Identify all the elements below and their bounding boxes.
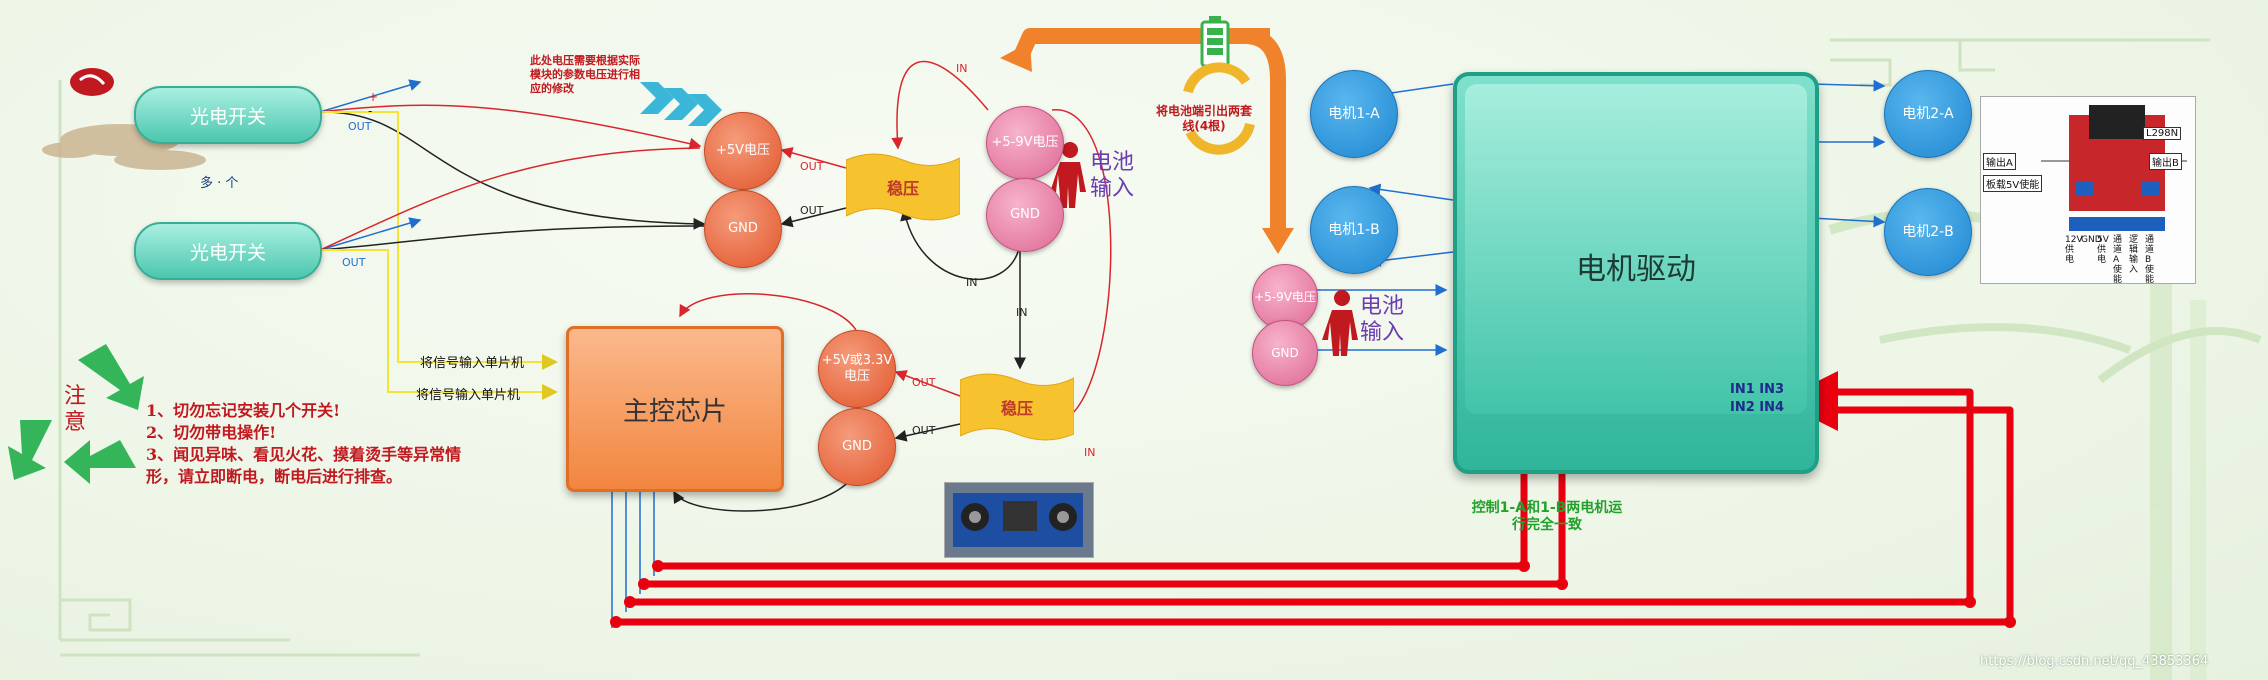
regulator-module-photo <box>944 482 1094 558</box>
out-b-label: 输出B <box>2149 153 2182 170</box>
photo-switch-1: 光电开关 <box>134 86 322 144</box>
battery-lead-note: 将电池端引出两套线(4根) <box>1156 104 1253 133</box>
regulator-top-label: 稳压 <box>886 179 919 198</box>
plus-5v-bottom-label: +5V或3.3V电压 <box>821 353 893 384</box>
main-chip-label: 主控芯片 <box>622 396 727 427</box>
col-5v-label: 5V供电 <box>2097 235 2109 265</box>
battery-label-right: 电池输入 <box>1360 294 1405 345</box>
l298n-label: L298N <box>2143 127 2182 140</box>
caution-title: 注意 <box>64 384 87 435</box>
l298n-module-photo: L298N 输出A 输出B 板载5V使能 12V供电 GND 5V供电 通道A使… <box>1980 96 2196 285</box>
out-reg-top-label: OUT <box>800 160 824 173</box>
multiple-label: 多 · 个 <box>200 176 239 191</box>
out-a-label: 输出A <box>1983 153 2016 170</box>
photo-switch-1-label: 光电开关 <box>189 105 266 128</box>
minus-label: - <box>368 104 373 118</box>
col-ena-label: 通道A使能 <box>2113 235 2123 285</box>
motor-driver: 电机驱动 <box>1453 72 1819 474</box>
in1-in3-label: IN1 IN3 <box>1730 382 1785 397</box>
regulator-top: 稳压 <box>846 150 960 224</box>
in2-in4-label: IN2 IN4 <box>1730 400 1785 415</box>
motor-1a: 电机1-A <box>1310 70 1398 158</box>
signal-label-2: 将信号输入单片机 <box>416 388 521 403</box>
motor-2b-label: 电机2-B <box>1902 224 1954 240</box>
battery-plus-top-label: +5-9V电压 <box>991 135 1059 150</box>
battery-plus-right: +5-9V电压 <box>1252 264 1318 330</box>
motor-1b: 电机1-B <box>1310 186 1398 274</box>
battery-gnd-right-label: GND <box>1271 346 1299 360</box>
gnd-bottom: GND <box>818 408 896 486</box>
out-reg-bottom-label: OUT <box>912 376 936 389</box>
in-vertical-label: IN <box>1016 306 1028 319</box>
col-gnd-label: GND <box>2081 235 2102 245</box>
caution-item-3: 3、闻见异味、看见火花、摸着烫手等异常情形，请立即断电，断电后进行排查。 <box>146 445 462 486</box>
in-right-label: IN <box>1084 446 1096 459</box>
in-mid-label: IN <box>966 276 978 289</box>
out-label-2: OUT <box>342 256 366 269</box>
out-label-1: OUT <box>348 120 372 133</box>
gnd-top-label: GND <box>728 221 758 236</box>
col-logic-label: 逻辑输入 <box>2129 235 2139 275</box>
gnd-bottom-label: GND <box>842 439 872 454</box>
person-icon <box>1322 290 1358 356</box>
person-icon <box>1050 142 1086 208</box>
motor-driver-label: 电机驱动 <box>1576 252 1696 287</box>
photo-switch-2-label: 光电开关 <box>189 241 266 264</box>
battery-gnd-right: GND <box>1252 320 1318 386</box>
main-chip: 主控芯片 <box>566 326 784 492</box>
motor-driver-panel <box>1465 84 1807 414</box>
motor-2b: 电机2-B <box>1884 188 1972 276</box>
motor-1b-label: 电机1-B <box>1328 222 1380 238</box>
battery-plus-right-label: +5-9V电压 <box>1254 290 1316 304</box>
battery-gnd-top-label: GND <box>1010 207 1040 222</box>
plus-label: + <box>368 90 379 104</box>
regulator-bottom-label: 稳压 <box>1000 399 1033 418</box>
plus-5v-top-label: +5V电压 <box>715 143 771 158</box>
battery-label-top: 电池输入 <box>1090 150 1135 201</box>
battery-icon <box>1200 16 1230 68</box>
out-reg-top-label-2: OUT <box>800 204 824 217</box>
bamboo-decoration <box>1828 209 2262 680</box>
col-enb-label: 通道B使能 <box>2145 235 2155 285</box>
battery-gnd-top: GND <box>986 178 1064 252</box>
onboard-5v-label: 板载5V使能 <box>1983 175 2043 192</box>
watermark: https://blog.csdn.net/qq_43853364 <box>1980 654 2209 669</box>
out-reg-bottom-label-2: OUT <box>912 424 936 437</box>
corner-pattern <box>58 38 2210 657</box>
voltage-note: 此处电压需要根据实际模块的参数电压进行相应的修改 <box>530 54 640 95</box>
plus-5v-top: +5V电压 <box>704 112 782 190</box>
cycle-arrows-icon <box>1183 62 1255 155</box>
in-top-label: IN <box>956 62 968 75</box>
chevron-arrows-icon <box>640 82 722 126</box>
control-note: 控制1-A和1-B两电机运行完全一致 <box>1471 500 1623 533</box>
col-12v-label: 12V供电 <box>2065 235 2083 265</box>
recycle-icon <box>8 344 144 484</box>
regulator-bottom: 稳压 <box>960 370 1074 444</box>
gnd-top: GND <box>704 190 782 268</box>
caution-item-2: 2、切勿带电操作! <box>146 423 277 442</box>
plus-5v-bottom: +5V或3.3V电压 <box>818 330 896 408</box>
motor-2a-label: 电机2-A <box>1902 106 1954 122</box>
caution-item-1: 1、切勿忘记安装几个开关! <box>146 401 341 420</box>
signal-label-1: 将信号输入单片机 <box>420 356 525 371</box>
battery-plus-top: +5-9V电压 <box>986 106 1064 180</box>
photo-switch-2: 光电开关 <box>134 222 322 280</box>
motor-2a: 电机2-A <box>1884 70 1972 158</box>
motor-1a-label: 电机1-A <box>1328 106 1380 122</box>
logo-icon <box>70 68 114 96</box>
